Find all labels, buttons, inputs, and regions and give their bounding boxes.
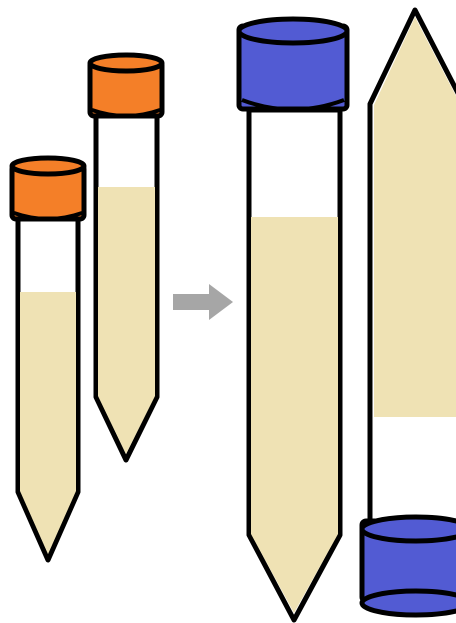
upright-cap-top	[239, 19, 347, 43]
upright-blue-tube	[239, 19, 347, 620]
middle-orange-tube	[90, 55, 162, 460]
inverted-cap-bottom	[362, 591, 456, 615]
inverted-blue-tube	[362, 10, 456, 615]
left-cap-top	[12, 158, 84, 174]
middle-cap-top	[90, 55, 162, 71]
inverted-cap-top	[362, 517, 456, 541]
upright-tube-liquid	[251, 217, 338, 613]
right-arrow-icon	[173, 284, 233, 320]
left-orange-tube	[12, 158, 84, 560]
